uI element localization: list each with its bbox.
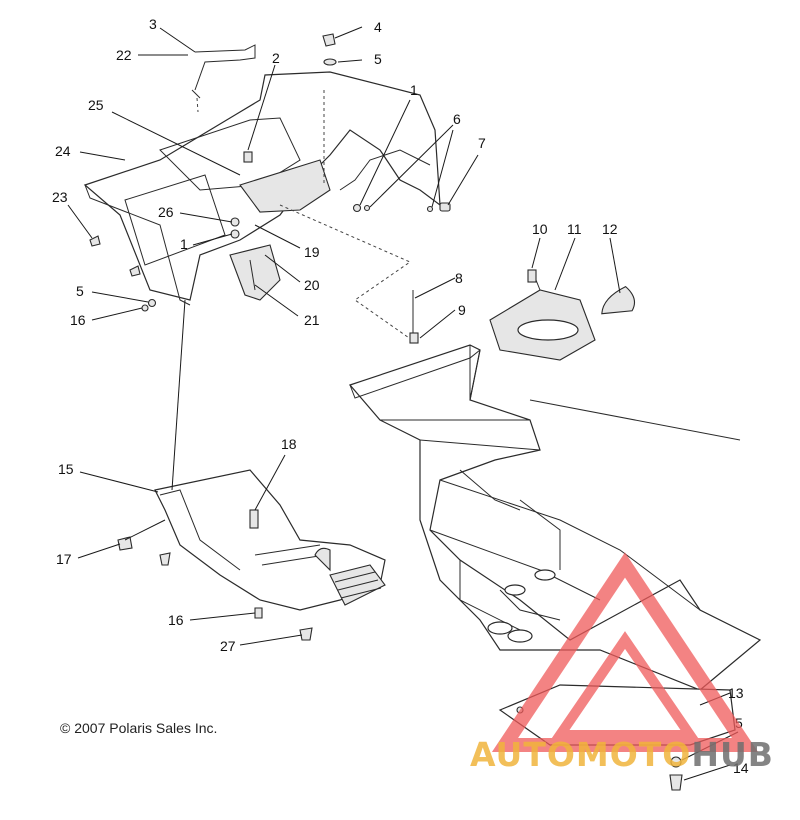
callout-9: 9 xyxy=(458,302,466,318)
fender-hardware xyxy=(89,33,451,312)
footwell-guard xyxy=(117,469,386,641)
callout-6: 6 xyxy=(453,111,461,127)
seat-pad xyxy=(489,269,636,361)
vehicle-frame xyxy=(348,344,762,691)
callout-22: 22 xyxy=(116,47,132,63)
callout-25: 25 xyxy=(88,97,104,113)
callout-27: 27 xyxy=(220,638,236,654)
callout-21: 21 xyxy=(304,312,320,328)
callout-20: 20 xyxy=(304,277,320,293)
assembly-guides xyxy=(279,90,413,341)
callout-15: 15 xyxy=(58,461,74,477)
callout-11: 11 xyxy=(567,221,582,237)
callout-18: 18 xyxy=(281,436,297,452)
callout-12: 12 xyxy=(602,221,618,237)
callout-23: 23 xyxy=(52,189,68,205)
callout-5: 5 xyxy=(374,51,382,67)
callout-8: 8 xyxy=(455,270,463,286)
callout-16: 16 xyxy=(168,612,184,628)
copyright-notice: © 2007 Polaris Sales Inc. xyxy=(60,720,218,736)
watermark-text-part1: AUTOMOTO xyxy=(470,735,692,774)
callout-1: 1 xyxy=(410,82,418,98)
callout-24: 24 xyxy=(55,143,71,159)
connector-lines xyxy=(171,299,186,491)
callout-1: 1 xyxy=(180,236,188,252)
watermark-logo-triangle xyxy=(491,552,759,752)
callout-3: 3 xyxy=(149,16,157,32)
watermark-text-part2: HUB xyxy=(691,735,774,774)
callout-13: 13 xyxy=(728,685,744,701)
callout-2: 2 xyxy=(272,50,280,66)
rear-fender xyxy=(83,71,441,306)
callout-19: 19 xyxy=(304,244,320,260)
callout-7: 7 xyxy=(478,135,486,151)
callout-5: 5 xyxy=(735,715,743,731)
callout-labels: 3 22 2 4 5 1 6 7 25 24 23 26 1 19 20 21 … xyxy=(52,16,749,776)
callout-14: 14 xyxy=(733,760,749,776)
callout-17: 17 xyxy=(56,551,72,567)
rod-and-clip xyxy=(409,290,419,344)
leader-lines xyxy=(67,26,739,781)
fender-bracket xyxy=(229,244,281,301)
callout-26: 26 xyxy=(158,204,174,220)
callout-10: 10 xyxy=(532,221,548,237)
watermark-text: AUTOMOTOHUB xyxy=(470,735,774,774)
rack-bracket xyxy=(191,44,256,113)
callout-4: 4 xyxy=(374,19,382,35)
callout-5: 5 xyxy=(76,283,84,299)
callout-16: 16 xyxy=(70,312,86,328)
